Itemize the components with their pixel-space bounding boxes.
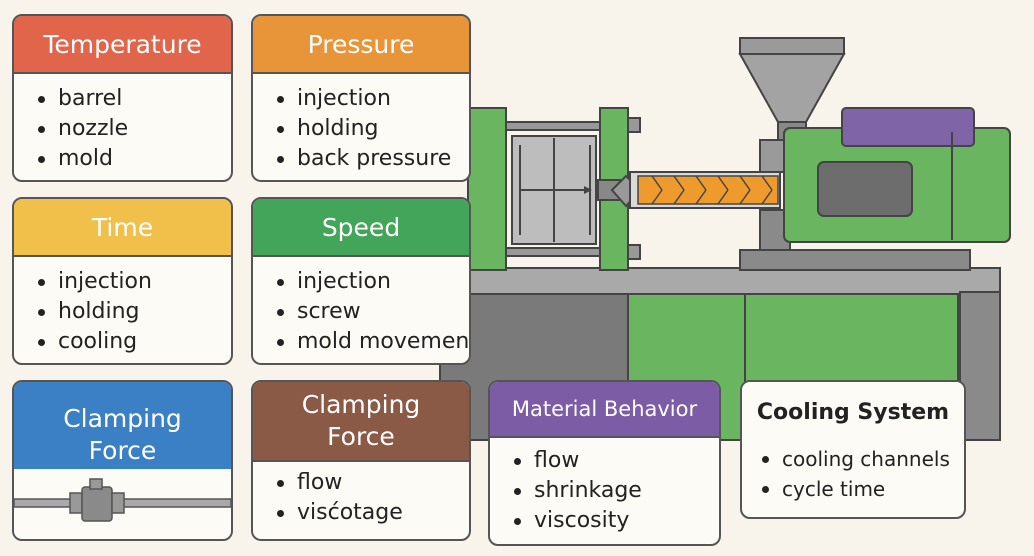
list-item: visćotage [275,498,469,528]
speed-title: Speed [321,212,401,242]
tie-bar-clamp-drawing [14,469,231,539]
control-panel [817,161,913,217]
list-item: viscosity [512,506,719,536]
cooling-system-card: Cooling System cooling channels cycle ti… [740,380,966,519]
time-card: Time injection holding cooling [12,197,233,365]
fixed-platen [467,107,507,271]
list-item: barrel [36,84,231,114]
temperature-header: Temperature [14,16,231,74]
list-item: flow [512,446,719,476]
cooling-system-title: Cooling System [756,399,950,425]
clamping-force-list: flow visćotage [253,462,469,528]
pressure-title: Pressure [307,29,415,59]
list-item: shrinkage [512,476,719,506]
clamping-force-header-brown: Clamping Force [253,382,469,462]
list-item: injection [275,267,469,297]
clamping-force-title-line1: Clamping [301,390,421,419]
tie-bar-top [505,121,601,131]
speed-list: injection screw mold movement [253,257,469,357]
temperature-card: Temperature barrel nozzle mold [12,14,233,182]
temperature-list: barrel nozzle mold [14,74,231,174]
hopper [738,53,846,123]
temperature-title: Temperature [43,29,202,59]
tie-bar-bottom [505,247,601,257]
list-item: nozzle [36,114,231,144]
list-item: back pressure [275,144,469,174]
list-item: injection [36,267,231,297]
motor [841,107,975,147]
hopper-cap [739,37,845,55]
material-behavior-list: flow shrinkage viscosity [490,438,719,536]
material-behavior-card: Material Behavior flow shrinkage viscosi… [488,380,721,546]
machine-foot [959,291,1001,441]
clamping-force-title-line1: Clamping [63,403,182,433]
list-item: holding [36,297,231,327]
clamping-force-title-line2: Force [88,435,157,465]
screw [637,175,779,205]
clamping-force-card-brown: Clamping Force flow visćotage [251,380,471,541]
machine-bed-rail [439,267,1001,295]
list-item: injection [275,84,469,114]
list-item: cooling channels [760,444,964,474]
list-item: mold [36,144,231,174]
pressure-card: Pressure injection holding back pressure [251,14,471,182]
time-header: Time [14,199,231,257]
list-item: cooling [36,327,231,357]
time-list: injection holding cooling [14,257,231,357]
material-behavior-header: Material Behavior [490,382,719,438]
speed-card: Speed injection screw mold movement [251,197,471,365]
cooling-system-list: cooling channels cycle time [742,442,964,504]
clamping-force-title-line2: Force [327,422,395,451]
cooling-system-header: Cooling System [742,382,964,442]
list-item: flow [275,468,469,498]
time-title: Time [91,212,154,242]
clamping-force-card-blue: Clamping Force [12,380,233,541]
pressure-header: Pressure [253,16,469,74]
pressure-list: injection holding back pressure [253,74,469,174]
list-item: screw [275,297,469,327]
speed-header: Speed [253,199,469,257]
list-item: cycle time [760,474,964,504]
list-item: holding [275,114,469,144]
material-behavior-title: Material Behavior [511,397,698,421]
list-item: mold movement [275,327,469,357]
